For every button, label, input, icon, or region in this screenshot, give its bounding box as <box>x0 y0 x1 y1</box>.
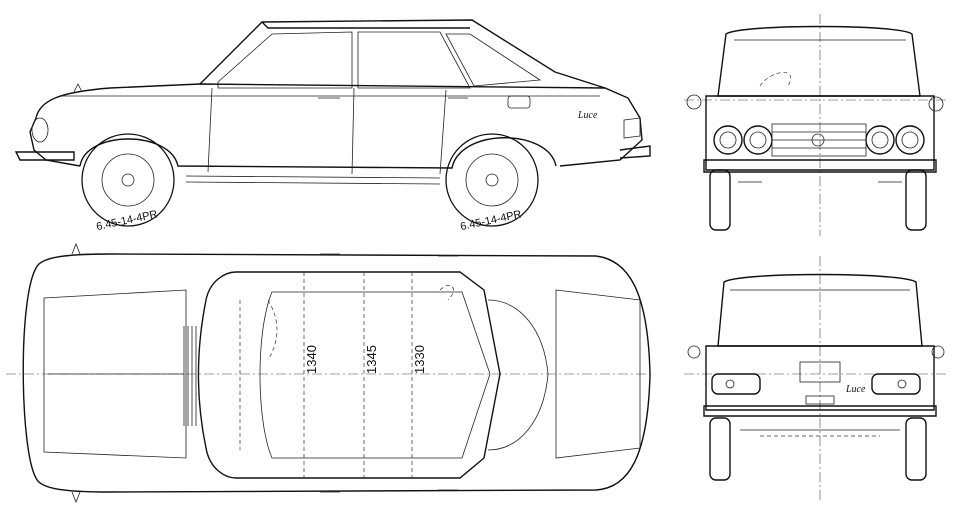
side-view: 6.45-14-4PR 6.45-14-4PR Luce <box>14 19 651 233</box>
top-cowl-vent <box>183 326 197 426</box>
front-view <box>684 14 946 236</box>
dimension-label-3: 1330 <box>412 345 427 374</box>
rear-badge: Luce <box>845 384 866 395</box>
side-rear-wheel <box>445 133 539 227</box>
side-badge: Luce <box>577 110 598 121</box>
rear-tail-lights <box>711 373 921 395</box>
dimension-label-1: 1340 <box>304 345 319 374</box>
front-tire-label: 6.45-14-4PR <box>95 208 159 233</box>
rear-view: Luce <box>684 256 946 500</box>
top-view: 1340 1345 1330 <box>6 242 652 504</box>
dimension-label-2: 1345 <box>364 345 379 374</box>
side-front-wheel <box>81 133 175 227</box>
rear-tire-label: 6.45-14-4PR <box>459 208 523 233</box>
